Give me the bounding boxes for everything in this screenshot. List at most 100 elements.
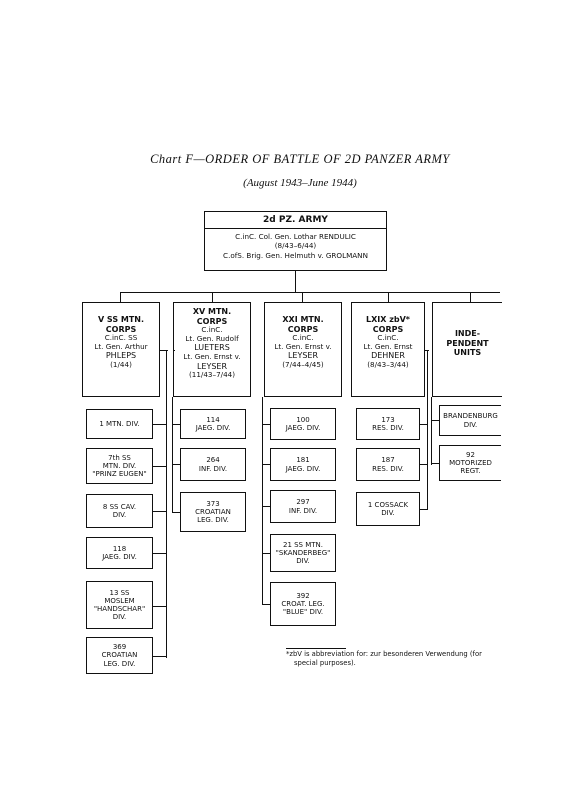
corps-name: V SS MTN. bbox=[97, 315, 145, 324]
connector bbox=[302, 292, 304, 302]
army-details: C.inC. Col. Gen. Lothar RENDULIC (8/43–6… bbox=[205, 229, 386, 263]
division-label: RES. DIV. bbox=[372, 464, 404, 473]
division-label: 373 bbox=[206, 499, 220, 508]
connector bbox=[172, 464, 180, 466]
division-box: 369 CROATIAN LEG. DIV. bbox=[86, 637, 153, 674]
connector bbox=[120, 292, 500, 294]
corps-line: Lt. Gen. Ernst v. bbox=[274, 341, 332, 351]
division-label: LEG. DIV. bbox=[197, 516, 229, 525]
corps-line: Lt. Gen. Rudolf bbox=[185, 333, 239, 343]
corps-type: CORPS bbox=[372, 324, 404, 334]
chart-title: Chart F—ORDER OF BATTLE OF 2D PANZER ARM… bbox=[150, 152, 450, 166]
division-label: MOSLEM bbox=[104, 596, 135, 605]
corps-name: XXI MTN. bbox=[282, 315, 324, 324]
corps-line: LEYSER bbox=[196, 361, 228, 371]
corps-line: C.inC. SS bbox=[104, 333, 138, 343]
division-label: 181 bbox=[296, 456, 310, 465]
division-label: CROATIAN bbox=[101, 651, 138, 660]
division-box: 264 INF. DIV. bbox=[180, 448, 246, 481]
division-box: 181 JAEG. DIV. bbox=[270, 448, 336, 481]
division-box: 1 COSSACK DIV. bbox=[356, 492, 420, 526]
division-box: 100 JAEG. DIV. bbox=[270, 408, 336, 440]
division-label: MTN. DIV. bbox=[102, 461, 137, 470]
connector bbox=[295, 271, 297, 293]
division-label: "BLUE" DIV. bbox=[282, 608, 324, 617]
corps-name: LXIX zbV* bbox=[366, 315, 410, 324]
corps-type: CORPS bbox=[105, 324, 137, 334]
corps-line: Lt. Gen. Ernst v. bbox=[183, 352, 241, 362]
division-label: 264 bbox=[206, 456, 220, 465]
division-label: 187 bbox=[381, 456, 395, 465]
connector bbox=[153, 553, 167, 555]
connector bbox=[431, 463, 439, 465]
army-commander-dates: (8/43–6/44) bbox=[274, 241, 317, 251]
corps-line: (1/44) bbox=[110, 360, 132, 370]
army-box: 2d PZ. ARMY C.inC. Col. Gen. Lothar REND… bbox=[204, 211, 387, 271]
connector bbox=[153, 606, 167, 608]
connector bbox=[262, 424, 270, 426]
connector bbox=[172, 512, 180, 514]
division-box: 114 JAEG. DIV. bbox=[180, 409, 246, 439]
division-box: 13 SS MOSLEM "HANDSCHAR" DIV. bbox=[86, 581, 153, 629]
corps-line: (8/43–3/44) bbox=[367, 360, 409, 370]
division-label: REGT. bbox=[460, 467, 481, 476]
army-chief-of-staff: C.ofS. Brig. Gen. Helmuth v. GROLMANN bbox=[223, 250, 368, 260]
connector bbox=[420, 509, 428, 511]
division-label: BRANDENBURG bbox=[443, 412, 498, 421]
corps-line: LEYSER bbox=[287, 351, 319, 361]
corps-line: Lt. Gen. Arthur bbox=[94, 341, 148, 351]
chart-subtitle: (August 1943–June 1944) bbox=[243, 177, 357, 189]
connector bbox=[173, 350, 175, 352]
corps-line: C.inC. bbox=[377, 333, 399, 343]
connector bbox=[153, 656, 167, 658]
division-label: JAEG. DIV. bbox=[285, 464, 321, 473]
division-label: RES. DIV. bbox=[372, 424, 404, 432]
division-label: LEG. DIV. bbox=[103, 659, 136, 668]
corps-line: C.inC. bbox=[292, 333, 314, 343]
connector bbox=[427, 350, 429, 510]
connector bbox=[262, 604, 270, 606]
corps-box-xxi: XXI MTN. CORPS C.inC. Lt. Gen. Ernst v. … bbox=[264, 302, 342, 397]
corps-line: (7/44–4/45) bbox=[282, 360, 324, 370]
connector bbox=[470, 292, 472, 302]
division-box: 297 INF. DIV. bbox=[270, 490, 336, 523]
connector bbox=[388, 292, 390, 302]
division-label: 21 SS MTN. bbox=[282, 540, 324, 549]
corps-line: DEHNER bbox=[371, 351, 405, 361]
division-label: 100 bbox=[296, 415, 310, 424]
corps-line: LUETERS bbox=[194, 343, 230, 353]
division-label: INF. DIV. bbox=[198, 464, 228, 473]
division-box: 21 SS MTN. "SKANDERBEG" DIV. bbox=[270, 534, 336, 572]
corps-type: CORPS bbox=[196, 316, 228, 326]
corps-line: (11/43–7/44) bbox=[188, 370, 236, 380]
division-label: INF. DIV. bbox=[288, 506, 318, 515]
connector bbox=[431, 397, 433, 465]
division-box: 7th SS MTN. DIV. "PRINZ EUGEN" bbox=[86, 448, 153, 484]
connector bbox=[262, 464, 270, 466]
division-label: MOTORIZED bbox=[449, 458, 492, 467]
division-label: 173 bbox=[381, 415, 395, 424]
division-label: 392 bbox=[296, 591, 310, 600]
connector bbox=[212, 292, 214, 302]
division-label: DIV. bbox=[463, 420, 478, 429]
footnote-line-1: *zbV is abbreviation for: zur besonderen… bbox=[286, 650, 482, 658]
division-label: 297 bbox=[296, 498, 310, 507]
division-box: 1 MTN. DIV. bbox=[86, 409, 153, 439]
division-label: 7th SS bbox=[108, 453, 131, 462]
division-label: "PRINZ EUGEN" bbox=[92, 470, 147, 479]
division-label: 1 COSSACK bbox=[367, 500, 409, 509]
division-box: 173 RES. DIV. bbox=[356, 408, 420, 440]
connector bbox=[153, 466, 167, 468]
division-label: 13 SS bbox=[109, 588, 130, 597]
connector bbox=[262, 397, 264, 605]
connector bbox=[120, 292, 122, 302]
division-box: 373 CROATIAN LEG. DIV. bbox=[180, 492, 246, 532]
connector bbox=[166, 350, 168, 658]
division-label: JAEG. DIV. bbox=[102, 553, 137, 561]
division-label: 92 bbox=[466, 450, 475, 459]
division-box: 118 JAEG. DIV. bbox=[86, 537, 153, 569]
corps-line: PHLEPS bbox=[105, 351, 137, 361]
division-label: 114 bbox=[206, 415, 220, 424]
corps-box-lxix: LXIX zbV* CORPS C.inC. Lt. Gen. Ernst DE… bbox=[351, 302, 425, 397]
